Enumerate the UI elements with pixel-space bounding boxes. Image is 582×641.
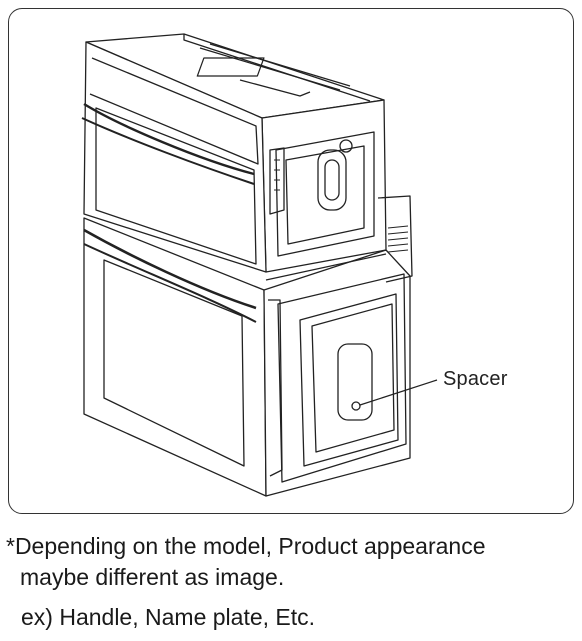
spacer-pointer-line xyxy=(359,379,438,406)
examples-note: ex) Handle, Name plate, Etc. xyxy=(21,604,316,630)
lower-oven-side xyxy=(263,195,413,497)
upper-oven-front xyxy=(81,41,267,273)
note-line-2: maybe different as image. xyxy=(20,564,285,590)
lower-oven-front xyxy=(83,217,267,497)
appearance-note: *Depending on the model, Product appeara… xyxy=(6,531,578,593)
upper-oven-side xyxy=(261,99,387,273)
spacer-label: Spacer xyxy=(443,368,508,390)
note-line-1: *Depending on the model, Product appeara… xyxy=(6,533,486,559)
